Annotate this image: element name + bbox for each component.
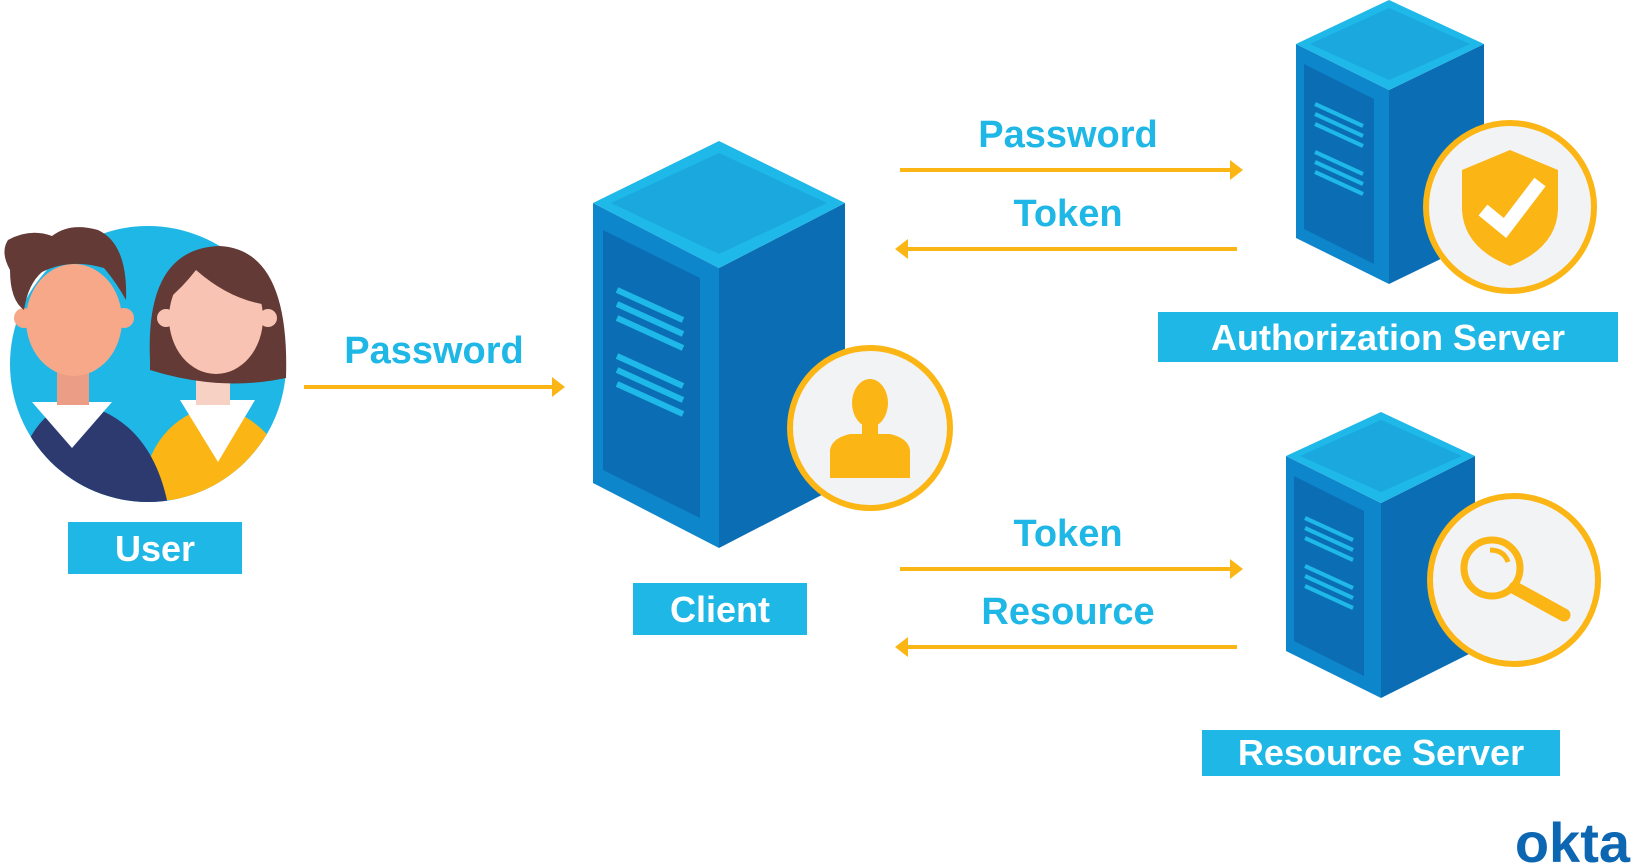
flow-label-auth-to-client: Token xyxy=(1013,193,1122,235)
client-server-icon xyxy=(593,141,845,548)
flow-label-client-to-auth: Password xyxy=(978,114,1158,156)
flow-label-resource-to-client: Resource xyxy=(981,591,1154,633)
resource-magnifier-badge xyxy=(1427,493,1601,667)
user-avatar-icon xyxy=(4,226,287,502)
okta-logo: okta xyxy=(1515,811,1631,866)
arrowhead-right xyxy=(1230,559,1243,579)
flow-resource-to-client: Resource xyxy=(895,591,1237,657)
arrowhead-right xyxy=(552,377,565,397)
auth-server-label-box: Authorization Server xyxy=(1158,312,1618,362)
flow-client-to-auth: Password xyxy=(900,114,1243,180)
flow-label-client-to-resource: Token xyxy=(1013,513,1122,555)
flow-user-to-client: Password xyxy=(304,330,565,397)
resource-server-label: Resource Server xyxy=(1238,732,1524,773)
arrowhead-left xyxy=(895,239,908,259)
client-label: Client xyxy=(670,589,770,630)
auth-shield-badge xyxy=(1423,120,1597,294)
auth-server-label: Authorization Server xyxy=(1211,317,1565,358)
user-label-box: User xyxy=(68,522,242,574)
resource-server-label-box: Resource Server xyxy=(1202,730,1560,776)
shield-check-icon xyxy=(1462,150,1558,266)
user-label: User xyxy=(115,528,195,569)
flow-auth-to-client: Token xyxy=(895,193,1237,259)
flow-client-to-resource: Token xyxy=(900,513,1243,579)
arrowhead-left xyxy=(895,637,908,657)
person-silhouette-icon xyxy=(830,379,910,478)
flow-label-user-to-client: Password xyxy=(344,330,524,372)
client-person-badge xyxy=(787,345,953,511)
arrowhead-right xyxy=(1230,160,1243,180)
client-label-box: Client xyxy=(633,583,807,635)
magnifier-icon xyxy=(1460,536,1571,622)
